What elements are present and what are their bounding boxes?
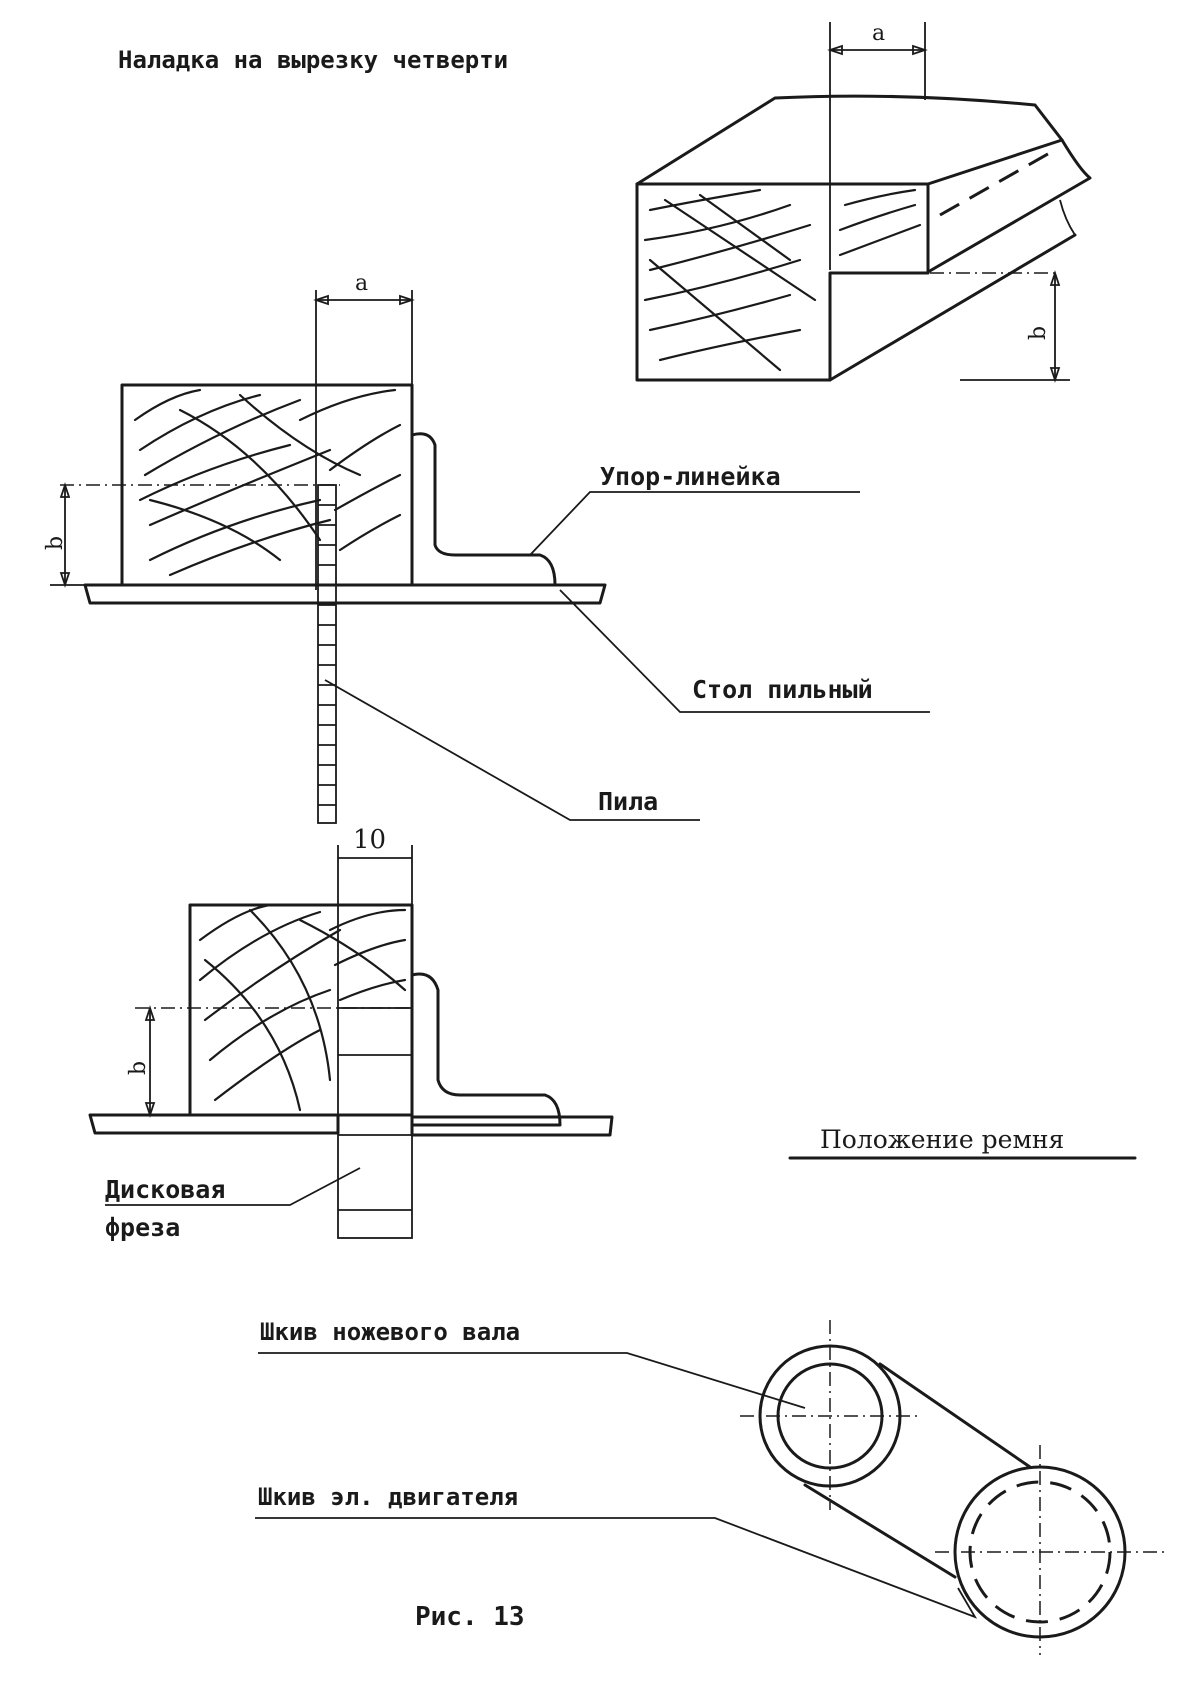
dim-b-cutter: b <box>126 1061 151 1075</box>
callout-disc-cutter-2: фреза <box>105 1213 180 1242</box>
disc-cutter-setup-section: 10 b <box>88 825 614 1239</box>
pulley-diagram <box>255 1320 1165 1655</box>
figure-title: Наладка на вырезку четверти <box>118 46 508 74</box>
isometric-workpiece: a b <box>635 21 1092 383</box>
saw-setup-section: a b <box>43 271 930 824</box>
callout-saw: Пила <box>598 787 658 816</box>
callout-fence: Упор-линейка <box>600 462 781 491</box>
callout-saw-table: Стол пильный <box>692 675 873 704</box>
callout-disc-cutter-1: Дисковая <box>105 1175 225 1204</box>
callout-motor-pulley: Шкив эл. двигателя <box>258 1483 518 1511</box>
figure-caption: Рис. 13 <box>415 1602 525 1632</box>
belt-position-heading: Положение ремня <box>820 1125 1064 1154</box>
callout-cutter-shaft-pulley: Шкив ножевого вала <box>260 1318 520 1346</box>
dim-cutter-width: 10 <box>353 825 386 855</box>
dim-a-iso: a <box>872 21 885 46</box>
dim-a-saw: a <box>355 271 368 296</box>
dim-b-saw: b <box>43 536 68 550</box>
dim-b-iso: b <box>1026 326 1051 340</box>
